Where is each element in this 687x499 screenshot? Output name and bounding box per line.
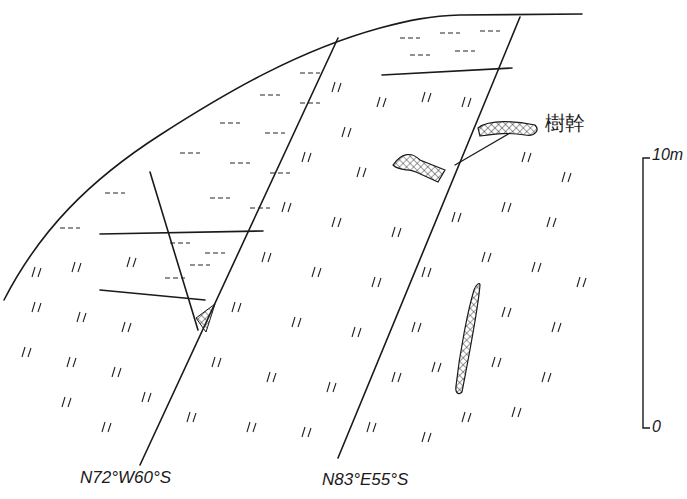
bed-boundary — [100, 290, 205, 300]
outcrop-edge — [4, 14, 582, 300]
outlines — [4, 14, 582, 465]
scale-bar — [643, 158, 650, 428]
fault-attitude: N83°E55°S — [322, 470, 408, 490]
bedding-texture — [60, 31, 500, 278]
fault-line — [338, 17, 520, 458]
scale-value: 10m — [652, 146, 683, 164]
fault-branch — [455, 133, 510, 165]
fault-line — [140, 38, 338, 465]
tree-trunk-label: 樹幹 — [545, 110, 585, 137]
bed-boundary — [100, 231, 263, 234]
fault-line — [150, 172, 198, 330]
scale-value: 0 — [652, 418, 661, 436]
fault-gouge — [196, 304, 215, 332]
bed-boundary — [382, 68, 512, 75]
tree-trunk — [393, 155, 445, 182]
tree-trunk — [478, 122, 537, 136]
grass-texture — [22, 82, 586, 442]
fault-attitude: N72°W60°S — [80, 468, 171, 488]
tree-trunk — [456, 284, 480, 394]
